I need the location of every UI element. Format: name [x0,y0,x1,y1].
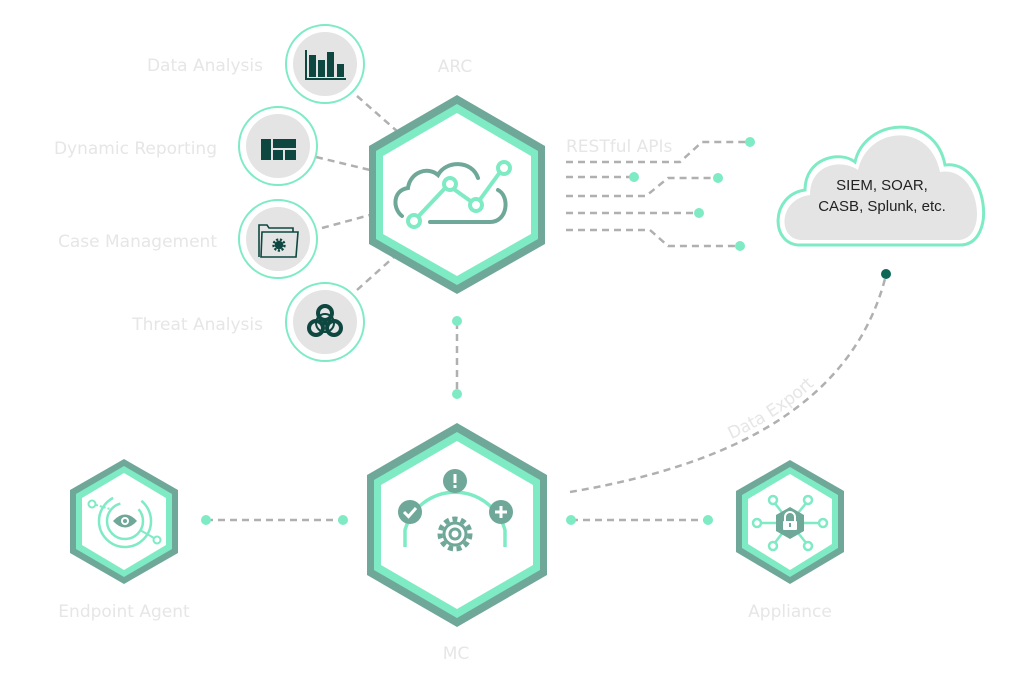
lock-network-icon [751,494,829,552]
feature-case-management[interactable] [238,199,318,279]
cloud-analytics-icon [393,160,512,229]
gear-icon [437,516,473,552]
feature-label-dynamic-reporting: Dynamic Reporting [54,139,217,159]
appliance-dot [703,515,713,525]
api-dot-4 [694,208,704,218]
data-export-text: Data Export [725,374,818,444]
arc-mc-dot-bottom [452,389,462,399]
connector-case-management [321,213,371,230]
connector-dots [201,137,891,525]
folder-gear-icon [258,224,299,258]
api-line-5 [566,228,740,248]
mc-label: MC [443,644,470,664]
data-export-label: Data Export [725,374,818,444]
arc-mc-dot-top [452,316,462,326]
appliance-node[interactable] [736,460,844,584]
connector-threat-analysis [356,255,396,291]
alert-icon [443,469,467,493]
connector-data-analysis [356,95,399,133]
mc-node[interactable] [367,423,547,627]
arc-node[interactable] [369,95,545,294]
api-dot-5 [735,241,745,251]
endpoint-agent-label: Endpoint Agent [58,602,190,622]
api-dot-2 [629,172,639,182]
appliance-label: Appliance [748,602,832,622]
connector-dynamic-reporting [315,155,371,172]
feature-label-case-management: Case Management [58,232,217,252]
connector-data-export [568,273,888,494]
export-dot [881,269,891,279]
api-dot-3 [713,173,723,183]
dashboard-layout-icon [261,139,296,160]
feature-label-threat-analysis: Threat Analysis [131,315,263,335]
gear-status-icon [398,469,513,552]
biohazard-icon [307,304,343,337]
api-line-3 [566,176,718,198]
cloud-line-2: CASB, Splunk, etc. [818,198,946,215]
feature-dynamic-reporting[interactable] [238,106,318,186]
feature-data-analysis[interactable] [285,24,365,104]
mc-right-dot [566,515,576,525]
feature-label-data-analysis: Data Analysis [147,56,263,76]
feature-threat-analysis[interactable] [285,282,365,362]
endpoint-agent-node[interactable] [70,459,178,584]
plus-icon [489,500,513,524]
cloud-line-1: SIEM, SOAR, [836,177,928,194]
integrations-cloud[interactable]: SIEM, SOAR, CASB, Splunk, etc. [776,125,985,247]
endpoint-dot [201,515,211,525]
arc-label: ARC [438,57,472,77]
restful-apis-label: RESTful APIs [566,137,673,157]
eye-radar-icon [87,493,162,549]
check-icon [398,500,422,524]
connectors [206,95,888,522]
mc-left-dot [338,515,348,525]
bar-chart-icon [305,50,346,80]
api-dot-1 [745,137,755,147]
